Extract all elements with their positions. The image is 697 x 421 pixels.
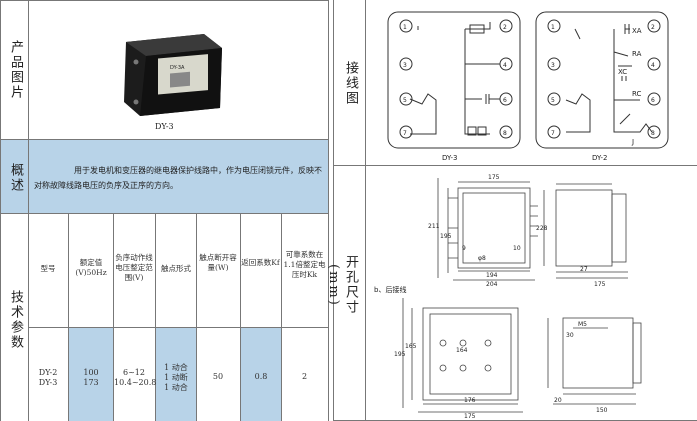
svg-text:3: 3 (403, 62, 407, 69)
svg-text:6: 6 (651, 97, 655, 104)
relay-photo: DY-3A (124, 34, 222, 116)
value-rated: 100 173 (83, 368, 99, 387)
spec-top-border (0, 213, 329, 214)
svg-text:3: 3 (551, 62, 555, 69)
value-return: 0.8 (254, 372, 268, 381)
col-line (281, 213, 282, 421)
left-border (0, 0, 1, 421)
dim-front-211: 211 (428, 223, 440, 230)
dim-rear-20: 20 (554, 397, 562, 404)
svg-text:8: 8 (651, 130, 655, 137)
svg-text:5: 5 (551, 97, 555, 104)
right-inner-border (333, 0, 334, 421)
dim-rear-176: 176 (464, 397, 476, 404)
header-capacity: 触点断开容量(W) (199, 253, 237, 272)
dim-side-228: 228 (536, 225, 548, 232)
dimension-drawings: 175 211 195 194 204 φ8 9 10 228 27 175 1… (374, 174, 642, 420)
row-line (28, 327, 328, 328)
contact-cell-bg (156, 328, 196, 421)
dim-rear-150: 150 (596, 407, 608, 414)
dim-front-9: 9 (462, 245, 466, 252)
overview-top-border (0, 139, 329, 140)
dim-rear-195: 195 (394, 351, 406, 358)
svg-text:4: 4 (651, 62, 655, 69)
header-rated: 额定值(V)50Hz (75, 258, 107, 277)
wiring-label: 接线图 (343, 60, 358, 106)
dim-rear-m5: M5 (578, 321, 587, 328)
overview-divider (28, 139, 29, 213)
header-range: 负序动作线电压整定范围(V) (115, 253, 153, 282)
header-return: 返回系数Kf (241, 258, 280, 267)
col-line (196, 213, 197, 421)
value-reliable: 2 (301, 372, 308, 381)
svg-text:6: 6 (503, 97, 507, 104)
device-face-text: DY-3A (170, 65, 185, 71)
dy2-label-ra: RA (632, 50, 642, 58)
overview-text: 用于发电机和变压器的继电器保护线路中，作为电压闭锁元件，反映不对称故障线路电压的… (34, 166, 322, 190)
dim-front-175: 175 (488, 174, 500, 181)
dim-rear-164: 164 (456, 347, 468, 354)
dim-front-195: 195 (440, 233, 452, 240)
dim-rear-175: 175 (464, 413, 476, 420)
overview-label: 概述 (8, 163, 23, 193)
header-contact: 触点形式 (161, 264, 191, 273)
wiring-diagrams: 1 2 3 4 5 6 7 8 1 2 3 4 5 6 7 8 XA RA XC RC J DY… (387, 11, 669, 162)
wiring-caption-dy2: DY-2 (592, 154, 607, 162)
svg-text:7: 7 (403, 130, 407, 137)
col-line (240, 213, 241, 421)
rated-cell-bg (69, 328, 113, 421)
dim-side-27: 27 (580, 266, 588, 273)
dim-front-204: 204 (486, 281, 498, 288)
svg-text:1: 1 (551, 24, 555, 31)
dim-rear-165: 165 (405, 343, 417, 350)
value-model: DY-2 DY-3 (38, 368, 58, 387)
product-label: 产品图片 (8, 40, 23, 100)
value-capacity: 50 (212, 372, 224, 381)
dy2-label-xc: XC (618, 68, 627, 76)
dim-front-10: 10 (513, 245, 521, 252)
dim-label: 开孔尺寸(mm) (326, 255, 358, 315)
svg-text:5: 5 (403, 97, 407, 104)
right-label-border (365, 0, 366, 421)
dim-rear-30: 30 (566, 332, 574, 339)
overview-background (1, 139, 328, 213)
svg-text:1: 1 (403, 24, 407, 31)
spec-label: 技术参数 (8, 290, 23, 350)
rear-wiring-caption: b、后接线 (374, 285, 406, 294)
svg-text:8: 8 (503, 130, 507, 137)
dy2-label-j: J (631, 138, 634, 146)
svg-text:2: 2 (651, 24, 655, 31)
value-contact: 1 动合 1 动断 1 动合 (164, 363, 188, 392)
svg-text:4: 4 (503, 62, 507, 69)
dim-front-phi8: φ8 (478, 255, 486, 262)
wiring-caption-dy3: DY-3 (442, 154, 457, 162)
dim-front-194: 194 (486, 272, 498, 279)
header-reliable: 可靠系数在1.1倍整定电压时Kk (283, 250, 326, 279)
svg-text:2: 2 (503, 24, 507, 31)
return-cell-bg (241, 328, 281, 421)
dy2-label-xa: XA (632, 27, 642, 35)
dy2-label-rc: RC (632, 90, 642, 98)
value-range: 6~12 10.4~20.8 (114, 368, 157, 387)
top-border (0, 0, 329, 1)
col-line (113, 213, 114, 421)
header-model: 型号 (40, 264, 56, 273)
right-section-divider (333, 165, 697, 166)
mid-border (328, 0, 329, 421)
col-line (155, 213, 156, 421)
svg-text:7: 7 (551, 130, 555, 137)
product-caption: DY-3 (155, 122, 174, 131)
col-line (68, 213, 69, 421)
dim-side-175: 175 (594, 281, 606, 288)
